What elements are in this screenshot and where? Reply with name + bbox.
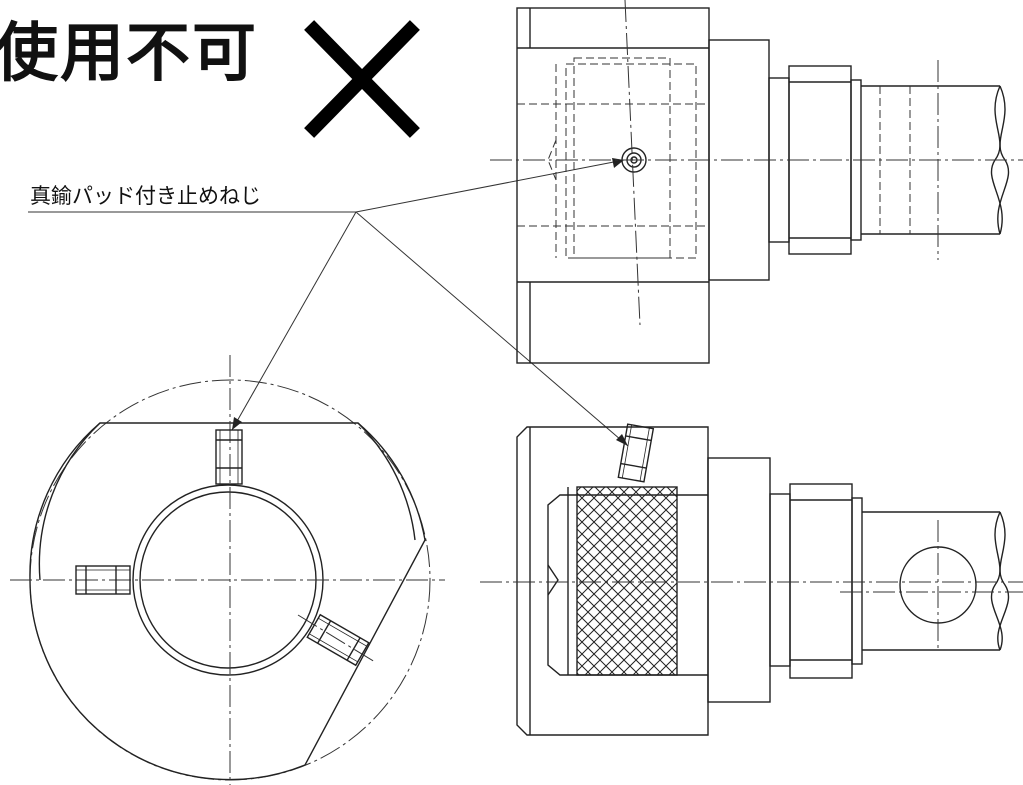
leader-lines [28, 158, 629, 447]
callout-label: 真鍮パッド付き止めねじ [30, 184, 261, 208]
leader-to-circle-view [231, 211, 357, 431]
top-view [490, 0, 1023, 364]
cross-mark-icon [304, 20, 420, 138]
end-view [10, 355, 445, 785]
leader-to-top-view [355, 159, 625, 213]
section-view [480, 423, 1023, 736]
leader-to-section-view [355, 211, 629, 447]
title-text: 使用不可 [0, 17, 258, 91]
